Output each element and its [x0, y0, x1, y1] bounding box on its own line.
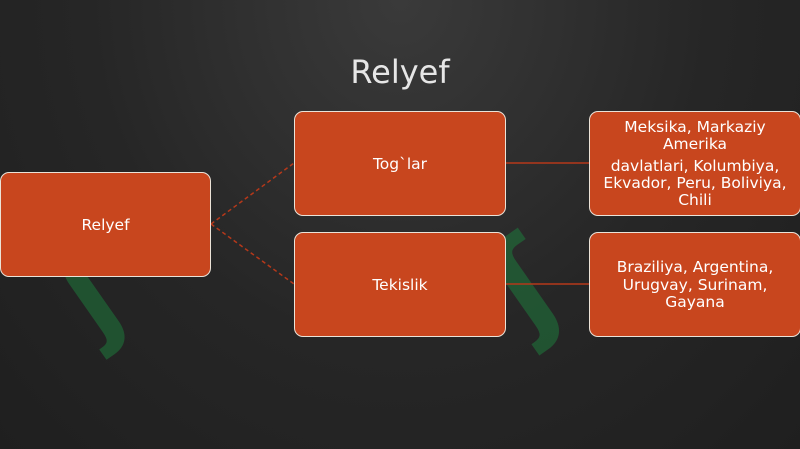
- connector-root-to-mountains: [210, 162, 295, 225]
- node-root: Relyef: [0, 172, 211, 277]
- node-mountains: Tog`lar: [294, 111, 506, 216]
- node-plains-countries: Braziliya, Argentina, Urugvay, Surinam, …: [589, 232, 800, 337]
- node-plains: Tekislik: [294, 232, 506, 337]
- node-mountains-countries-line-1: Meksika, Markaziy Amerika: [624, 117, 766, 153]
- node-plains-countries-line-1: Braziliya, Argentina, Urugvay, Surinam, …: [616, 258, 774, 311]
- node-mountains-countries-line-2: davlatlari, Kolumbiya, Ekvador, Peru, Bo…: [603, 156, 787, 209]
- connector-root-to-plains: [210, 223, 295, 285]
- slide-title: Relyef: [350, 53, 450, 91]
- node-root-label: Relyef: [81, 215, 130, 234]
- node-mountains-label: Tog`lar: [372, 154, 428, 173]
- node-mountains-countries: Meksika, Markaziy Amerika davlatlari, Ko…: [589, 111, 800, 216]
- node-plains-label: Tekislik: [372, 275, 428, 294]
